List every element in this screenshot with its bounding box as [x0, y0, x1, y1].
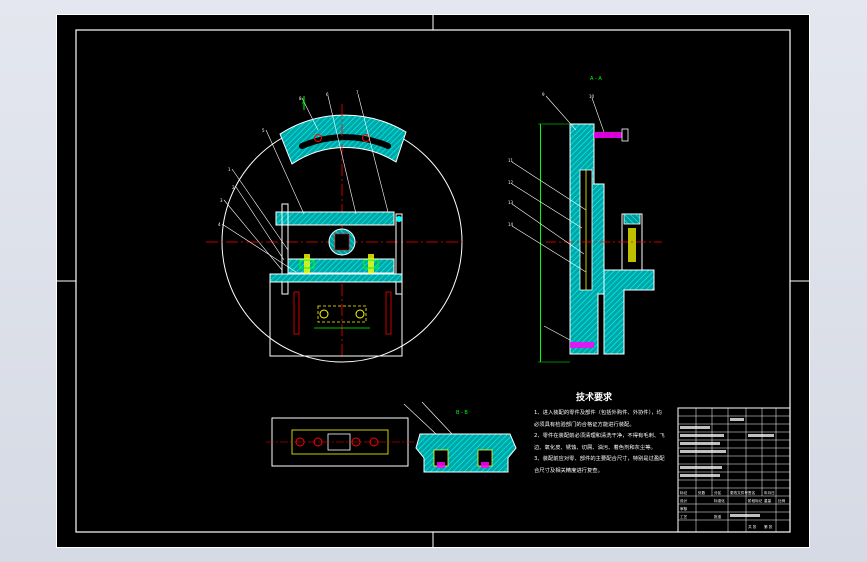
section-b-leader-2 [421, 401, 453, 435]
title-block[interactable]: 标记 处数 分区 更改文件号 签名 年月日 设计 标准化 阶段标记 重量 比例 … [677, 407, 791, 533]
title-block-frame [677, 407, 791, 533]
svg-text:处数: 处数 [698, 490, 706, 495]
center-bore [334, 233, 350, 251]
svg-text:8: 8 [299, 96, 302, 101]
base-locator [317, 305, 367, 323]
svg-text:重量: 重量 [764, 498, 772, 503]
svg-text:签名: 签名 [748, 490, 756, 495]
pin-left [319, 309, 329, 319]
svg-text:第 张: 第 张 [764, 524, 773, 529]
centering-marks [56, 14, 810, 548]
nut-left [299, 259, 315, 269]
clamp-bar [275, 211, 395, 226]
tech-requirements[interactable]: 技术要求 1、进入装配的零件及部件（包括外购件、外协件），均必须具有检验部门的合… [534, 391, 666, 512]
title-block-grid [678, 408, 790, 532]
section-b-body [415, 433, 517, 473]
slot-bolt-left [314, 134, 322, 142]
section-b-label: B - B [456, 410, 468, 416]
side-dimension-line [540, 124, 541, 362]
svg-text:10: 10 [589, 94, 595, 99]
svg-text:分区: 分区 [714, 490, 722, 495]
tech-requirement-item: 1、进入装配的零件及部件（包括外购件、外协件），均必须具有检验部门的合格证方能进… [534, 410, 662, 428]
pin-right [355, 309, 365, 319]
svg-text:11: 11 [508, 158, 514, 163]
upper-bolt-head [621, 128, 629, 142]
section-a-label: A - A [590, 76, 602, 82]
svg-text:工艺: 工艺 [680, 514, 688, 519]
section-b-bolt-right [481, 462, 489, 468]
svg-text:更改文件号: 更改文件号 [730, 490, 748, 495]
front-leaders [221, 93, 389, 273]
bracket-cap [623, 213, 641, 225]
svg-text:设计: 设计 [680, 498, 688, 503]
right-bracket-section [603, 269, 655, 355]
guide-rod-left [281, 203, 289, 295]
svg-text:14: 14 [508, 222, 514, 227]
side-leaders [511, 95, 605, 341]
rod-cap-right [396, 216, 402, 222]
title-block-labels: 标记 处数 分区 更改文件号 签名 年月日 设计 标准化 阶段标记 重量 比例 … [680, 490, 786, 529]
front-view[interactable]: 1 2 3 4 5 6 7 8 A [206, 90, 466, 363]
arc-slot [299, 134, 391, 149]
svg-text:6: 6 [326, 92, 329, 97]
front-balloons: 1 2 3 4 5 6 7 8 [218, 90, 359, 227]
svg-text:7: 7 [356, 90, 359, 95]
svg-text:3: 3 [220, 198, 223, 203]
svg-text:标记: 标记 [680, 490, 688, 495]
svg-text:审核: 审核 [680, 506, 688, 511]
tech-requirement-item: 2、零件在装配前必须清理和清洗干净，不得有毛刺、飞边、氧化皮、锈蚀、切屑、油污、… [534, 433, 665, 451]
svg-text:年月日: 年月日 [764, 490, 775, 495]
tech-requirements-list: 1、进入装配的零件及部件（包括外购件、外协件），均必须具有检验部门的合格证方能进… [534, 408, 666, 477]
svg-text:批准: 批准 [714, 514, 722, 519]
svg-text:阶段标记: 阶段标记 [748, 498, 763, 503]
svg-text:2: 2 [232, 185, 235, 190]
lower-bolt [570, 342, 594, 348]
svg-text:共 张: 共 张 [748, 524, 757, 529]
base-top-plate [269, 273, 403, 283]
base-slot-left [293, 291, 300, 335]
side-balloons: 9 10 11 12 13 14 [508, 92, 595, 227]
svg-text:4: 4 [218, 222, 221, 227]
slot-bolt-right [362, 134, 370, 142]
section-b-view[interactable]: B - B [403, 401, 517, 473]
drawing-sheet[interactable]: 1 2 3 4 5 6 7 8 A A - A [56, 14, 810, 548]
tech-requirements-title: 技术要求 [576, 391, 613, 403]
title-block-fill-marks [680, 418, 774, 517]
side-section-view[interactable]: A - A [508, 76, 662, 363]
base-slot-right [385, 291, 392, 335]
plan-view[interactable] [266, 417, 414, 467]
svg-text:比例: 比例 [778, 498, 786, 503]
svg-text:13: 13 [508, 200, 514, 205]
svg-text:12: 12 [508, 180, 514, 185]
nut-right [363, 259, 379, 269]
section-b-bolt-left [437, 462, 445, 468]
svg-text:1: 1 [228, 167, 231, 172]
upper-bolt [594, 132, 622, 138]
svg-text:标准化: 标准化 [714, 498, 725, 503]
section-b-leader [403, 403, 437, 435]
bracket-bolt [628, 228, 636, 262]
svg-text:5: 5 [262, 128, 265, 133]
tech-requirement-item: 3、装配前应对零、部件的主要配合尺寸，特别是过盈配合尺寸及相关精度进行复查。 [534, 456, 665, 474]
guide-rod-right [395, 213, 403, 295]
svg-text:9: 9 [542, 92, 545, 97]
